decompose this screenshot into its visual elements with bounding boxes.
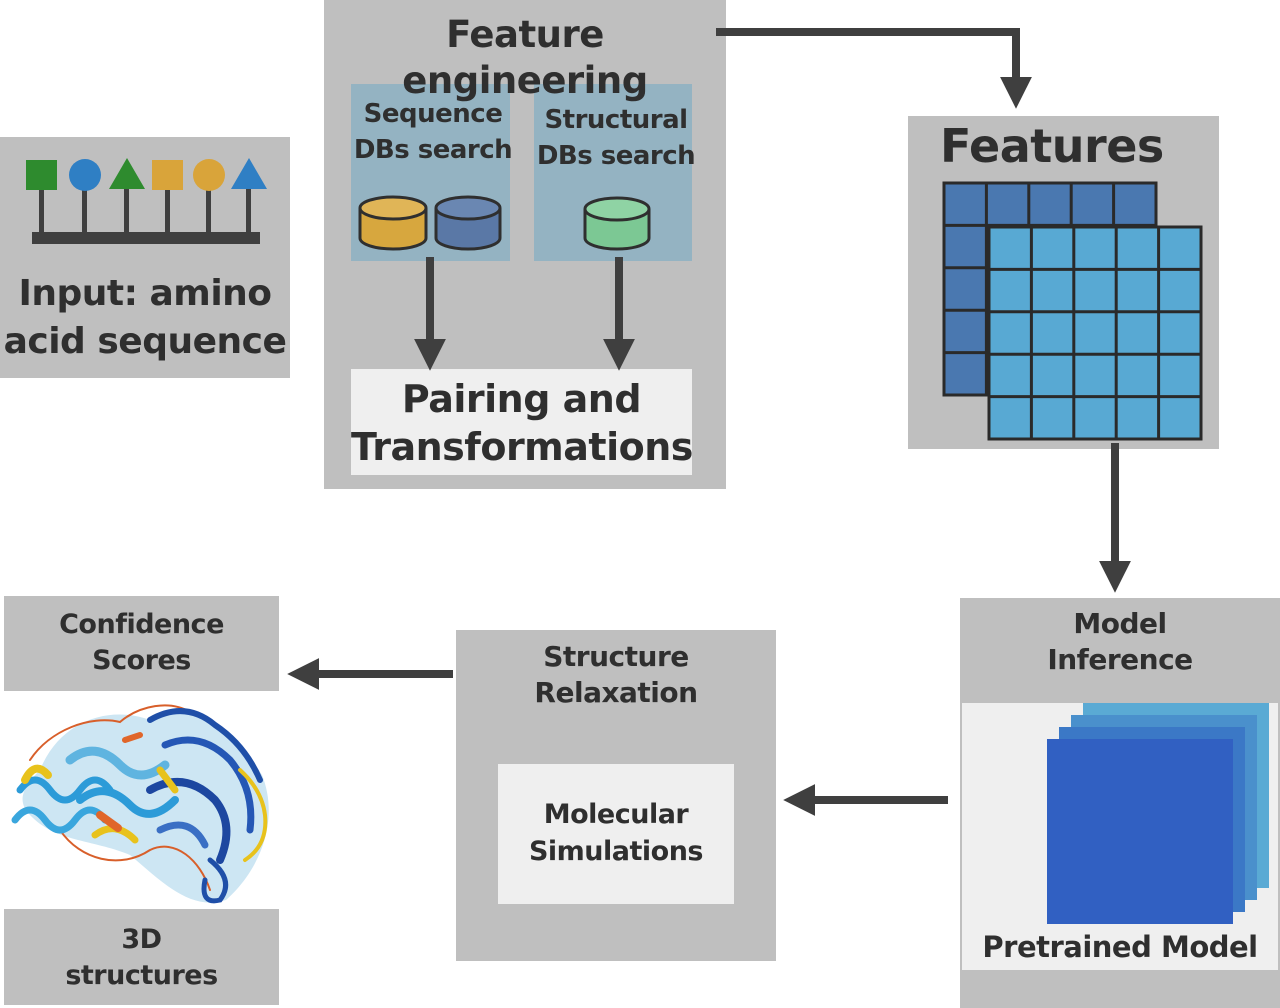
arrow-to-features: [716, 28, 1032, 109]
sequence-db-line1: Sequence: [363, 99, 503, 129]
protein-structure-image: [11, 704, 269, 904]
input-label-line2: acid sequence: [3, 321, 287, 362]
model-title-line1: Model: [1073, 607, 1167, 640]
model-title-line2: Inference: [1047, 643, 1193, 676]
structures-3d-panel: [4, 909, 279, 1005]
database-yellow-icon: [358, 195, 428, 251]
input-label-line1: Input: amino: [18, 273, 272, 314]
input-label: Input: amino acid sequence: [0, 270, 290, 366]
sequence-db-label: Sequence DBs search: [351, 96, 515, 168]
molecular-simulations-label: Molecular Simulations: [498, 796, 734, 870]
features-title: Features: [940, 119, 1164, 173]
structural-db-line1: Structural: [544, 105, 688, 135]
structural-db-label: Structural DBs search: [534, 102, 698, 174]
pairing-line1: Pairing and: [401, 377, 642, 421]
confidence-line1: Confidence: [59, 609, 224, 640]
simulations-line2: Simulations: [528, 836, 704, 867]
model-inference-title: Model Inference: [960, 606, 1280, 678]
molecular-simulations-box: [498, 764, 734, 904]
structures-line2: structures: [65, 960, 218, 991]
confidence-scores-panel: [4, 596, 279, 691]
confidence-scores-label: Confidence Scores: [4, 607, 279, 679]
structures-3d-label: 3D structures: [4, 922, 279, 994]
relaxation-title-line1: Structure: [543, 640, 689, 673]
structure-relaxation-title: Structure Relaxation: [456, 639, 776, 711]
amino-acid-chain-icon: [26, 158, 267, 244]
pairing-label: Pairing and Transformations: [351, 375, 693, 471]
flow-arrows: [287, 28, 1131, 816]
sequence-db-line2: DBs search: [353, 135, 513, 165]
relaxation-title-line2: Relaxation: [534, 676, 698, 709]
database-green-icon: [583, 196, 651, 251]
confidence-line2: Scores: [92, 645, 191, 676]
structures-line1: 3D: [121, 924, 162, 955]
pairing-line2: Transformations: [351, 425, 693, 469]
database-slate-icon: [434, 195, 502, 251]
model-layers-icon: [1047, 703, 1269, 924]
feature-engineering-title: Feature engineering: [402, 13, 648, 102]
simulations-line1: Molecular: [543, 799, 689, 830]
pretrained-model-label: Pretrained Model: [982, 930, 1258, 964]
feature-grid-front: [987, 225, 1203, 441]
pairing-box: [351, 369, 692, 475]
structural-db-line2: DBs search: [536, 141, 696, 171]
